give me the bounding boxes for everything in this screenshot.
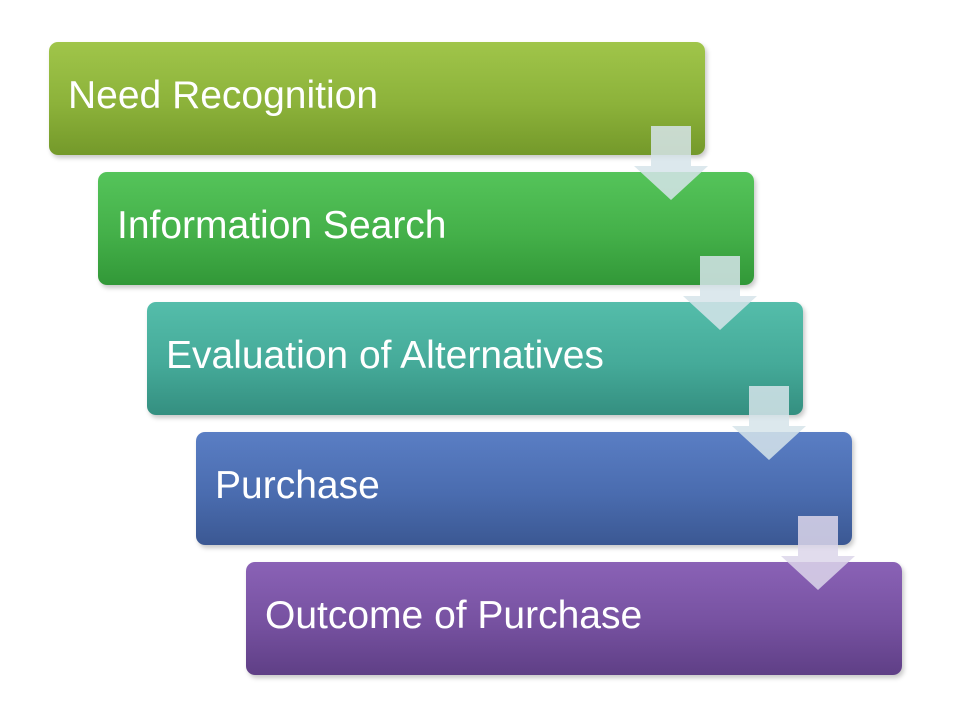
- down-arrow-icon: [781, 516, 855, 590]
- step-evaluation-of-alternatives: Evaluation of Alternatives: [147, 302, 803, 415]
- step-outcome-of-purchase: Outcome of Purchase: [246, 562, 902, 675]
- down-arrow-icon: [683, 256, 757, 330]
- step-information-search: Information Search: [98, 172, 754, 285]
- step-label: Information Search: [117, 203, 447, 247]
- down-arrow-icon: [634, 126, 708, 200]
- step-purchase: Purchase: [196, 432, 852, 545]
- step-need-recognition: Need Recognition: [49, 42, 705, 155]
- step-label: Need Recognition: [68, 73, 379, 117]
- down-arrow-icon: [732, 386, 806, 460]
- step-label: Outcome of Purchase: [265, 593, 643, 637]
- step-label: Evaluation of Alternatives: [166, 333, 604, 377]
- step-label: Purchase: [215, 463, 380, 507]
